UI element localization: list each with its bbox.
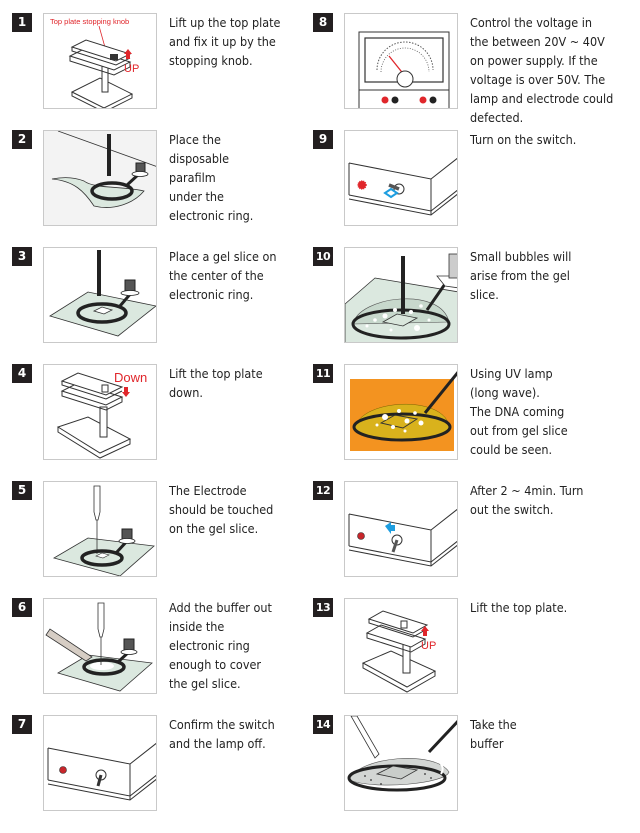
stand-diagram: Top plate stopping knob UP	[50, 17, 139, 108]
illustration-take-buffer	[344, 715, 458, 811]
power-box-diagram	[47, 742, 156, 801]
step-number-badge: 12	[313, 481, 333, 500]
take-buffer-diagram	[347, 716, 457, 792]
illustration-place-gel-slice	[43, 247, 157, 343]
step-number-badge: 1	[12, 13, 32, 32]
illustration-switch-on	[344, 130, 458, 226]
electrode-diagram	[52, 485, 155, 576]
up-label: UP	[124, 63, 139, 75]
down-label: Down	[114, 370, 147, 385]
step-7: 7 Confirm the switch and the lamp off.	[12, 715, 312, 821]
power-box-diagram	[348, 508, 457, 567]
stand-diagram: UP	[361, 610, 436, 693]
step-5: 5 The Electrode should be touched on the…	[12, 481, 312, 587]
step-number-badge: 4	[12, 364, 32, 383]
lamp-indicator-on	[357, 180, 367, 190]
step-1: 1 Top plate stopping knob UP Lift up the…	[12, 13, 312, 119]
toggle-switch-on	[388, 183, 400, 191]
step-instruction: Place the disposable parafilm under the …	[169, 132, 254, 223]
dna-glow-dots	[375, 409, 424, 433]
illustration-add-buffer	[43, 598, 157, 694]
step-10: 10 Small bubbles will arise from the gel…	[313, 247, 613, 353]
step-13: 13 UP Lift the top plate.	[313, 598, 613, 704]
step-8: 8 Control the voltage in the between 20V…	[313, 13, 613, 125]
illustration-lift-top-plate: Top plate stopping knob UP	[43, 13, 157, 109]
illustration-uv-lamp	[344, 364, 458, 460]
step-instruction: Take the buffer	[470, 717, 517, 751]
step-instruction: The Electrode should be touched on the g…	[169, 483, 274, 536]
illustration-lower-top-plate: Down	[43, 364, 157, 460]
buffer-diagram	[45, 602, 153, 692]
step-number-badge: 9	[313, 130, 333, 149]
power-box-diagram	[348, 157, 457, 216]
uv-lamp-diagram	[350, 371, 457, 451]
gel-slice-diagram	[49, 250, 156, 337]
step-number-badge: 6	[12, 598, 32, 617]
step-2: 2 Place the disposable parafilm under th…	[12, 130, 312, 236]
step-instruction: Control the voltage in the between 20V ~…	[470, 15, 614, 125]
bubble-dots	[365, 304, 431, 332]
illustration-lift-top-plate-final: UP	[344, 598, 458, 694]
step-instruction: After 2 ~ 4min. Turn out the switch.	[470, 483, 584, 517]
parafilm-diagram	[51, 131, 156, 208]
step-14: 14 Take the buffer	[313, 715, 613, 821]
step-instruction: Lift the top plate.	[470, 600, 568, 615]
step-instruction: Turn on the switch.	[470, 132, 577, 147]
illustration-bubbles	[344, 247, 458, 343]
rotate-arrow-icon	[383, 187, 399, 199]
residue-dots	[364, 773, 432, 785]
toggle-switch-off	[391, 539, 399, 553]
step-6: 6 Add the buffer out inside the electron…	[12, 598, 312, 704]
step-4: 4 Down Lift the top plate down.	[12, 364, 312, 470]
lamp-indicator-off	[357, 532, 365, 540]
step-11: 11 Using UV lamp (long wave). The DNA co…	[313, 364, 613, 470]
terminal-black	[429, 96, 437, 104]
illustration-place-parafilm	[43, 130, 157, 226]
bubbles-diagram	[345, 253, 457, 342]
terminal-red	[381, 96, 389, 104]
step-3: 3 Place a gel slice on the center of the…	[12, 247, 312, 353]
illustration-power-supply-voltage	[344, 13, 458, 109]
step-number-badge: 10	[313, 247, 333, 266]
step-number-badge: 13	[313, 598, 333, 617]
step-instruction: Add the buffer out inside the electronic…	[169, 600, 272, 691]
illustration-touch-electrode	[43, 481, 157, 577]
rotate-arrow-icon	[385, 522, 395, 534]
step-instruction: Using UV lamp (long wave). The DNA comin…	[470, 366, 568, 457]
step-9: 9 Turn on the switch.	[313, 130, 613, 236]
illustration-switch-off-after-timer	[344, 481, 458, 577]
step-number-badge: 14	[313, 715, 333, 734]
callout-label: Top plate stopping knob	[50, 17, 129, 26]
step-instruction: Lift up the top plate and fix it up by t…	[169, 15, 281, 68]
up-label: UP	[421, 640, 436, 652]
voltmeter-diagram	[358, 31, 450, 108]
step-number-badge: 3	[12, 247, 32, 266]
step-instruction: Confirm the switch and the lamp off.	[169, 717, 275, 751]
terminal-black	[391, 96, 399, 104]
lamp-indicator-off	[59, 766, 67, 774]
step-12: 12 After 2 ~ 4min. Turn out the switch.	[313, 481, 613, 587]
step-number-badge: 5	[12, 481, 32, 500]
step-instruction: Place a gel slice on the center of the e…	[169, 249, 277, 302]
terminal-red	[419, 96, 427, 104]
stand-diagram: Down	[56, 370, 147, 459]
illustration-switch-off	[43, 715, 157, 811]
step-number-badge: 2	[12, 130, 32, 149]
step-number-badge: 8	[313, 13, 333, 32]
step-number-badge: 11	[313, 364, 333, 383]
step-instruction: Lift the top plate down.	[169, 366, 263, 400]
step-instruction: Small bubbles will arise from the gel sl…	[470, 249, 572, 302]
toggle-switch-off	[96, 774, 103, 787]
step-number-badge: 7	[12, 715, 32, 734]
